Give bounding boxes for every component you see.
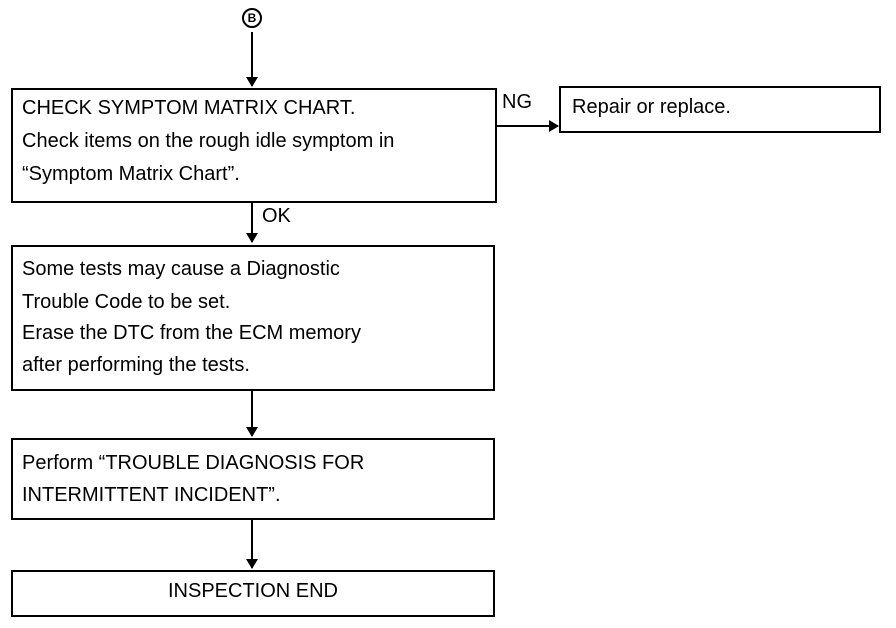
repair-box bbox=[559, 86, 881, 133]
start-marker: B bbox=[242, 8, 262, 28]
tests-line-3: Erase the DTC from the ECM memory bbox=[22, 322, 361, 344]
check-matrix-box bbox=[11, 88, 497, 203]
perform-line-2: INTERMITTENT INCIDENT”. bbox=[22, 484, 281, 506]
ng-label: NG bbox=[502, 91, 532, 113]
tests-line-1: Some tests may cause a Diagnostic bbox=[22, 258, 340, 280]
check-matrix-line-1: CHECK SYMPTOM MATRIX CHART. bbox=[22, 97, 356, 119]
inspection-end-text: INSPECTION END bbox=[167, 580, 339, 602]
inspection-end-box bbox=[11, 570, 495, 617]
tests-line-2: Trouble Code to be set. bbox=[22, 291, 231, 313]
check-matrix-line-3: “Symptom Matrix Chart”. bbox=[22, 163, 240, 185]
perform-line-1: Perform “TROUBLE DIAGNOSIS FOR bbox=[22, 452, 365, 474]
ok-label: OK bbox=[262, 205, 291, 227]
repair-line-1: Repair or replace. bbox=[572, 96, 731, 118]
tests-line-4: after performing the tests. bbox=[22, 354, 250, 376]
check-matrix-line-2: Check items on the rough idle symptom in bbox=[22, 130, 395, 152]
perform-box bbox=[11, 438, 495, 520]
tests-box bbox=[11, 245, 495, 391]
